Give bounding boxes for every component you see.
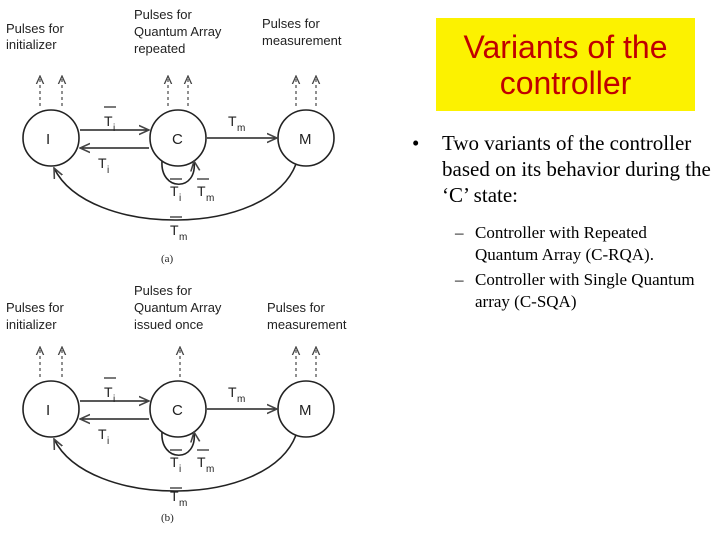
pulses-measurement-label: Pulses for xyxy=(262,16,320,31)
transition-label: T xyxy=(104,113,113,129)
pulses-initializer-label: Pulses for xyxy=(6,300,64,315)
state-c-node xyxy=(149,380,207,438)
pulses-initializer-label: Pulses for xyxy=(6,21,64,36)
pulses-quantum-array-label: Pulses for xyxy=(134,283,192,298)
state-c-label: C xyxy=(172,131,183,148)
bullet-marker: • xyxy=(412,131,420,155)
transition-c-self-loop xyxy=(161,432,194,456)
transition-label: T xyxy=(104,384,113,400)
transition-label: T xyxy=(228,384,237,400)
transition-m-to-i xyxy=(54,434,297,492)
transition-label-subscript: i xyxy=(113,123,115,134)
transition-c-self-loop xyxy=(161,161,194,185)
transition-label: T xyxy=(170,454,179,470)
sub-bullet-marker: – xyxy=(455,270,464,289)
sub-bullet-item: – Controller with Single Quantum array (… xyxy=(455,269,712,313)
state-i-label: I xyxy=(46,402,50,419)
bullet-list: • Two variants of the controller based o… xyxy=(412,130,712,316)
transition-label-subscript: m xyxy=(179,232,187,243)
state-i-node xyxy=(22,380,80,438)
transition-label-subscript: m xyxy=(206,193,214,204)
state-m-label: M xyxy=(299,402,312,419)
pulses-measurement-label: Pulses for xyxy=(267,300,325,315)
pulses-quantum-array-label: Quantum Array xyxy=(134,300,222,315)
diagram-a xyxy=(22,76,335,221)
transition-label-subscript: i xyxy=(107,165,109,176)
pulses-quantum-array-label: repeated xyxy=(134,41,185,56)
slide-title: Variants of the controller xyxy=(436,18,695,111)
transition-label-subscript: m xyxy=(237,394,245,405)
state-m-label: M xyxy=(299,131,312,148)
pulses-quantum-array-label: issued once xyxy=(134,317,203,332)
state-c-label: C xyxy=(172,402,183,419)
slide-title-line: controller xyxy=(499,64,632,101)
transition-label: T xyxy=(197,454,206,470)
diagram-caption: (a) xyxy=(161,253,174,265)
transition-label-subscript: m xyxy=(206,464,214,475)
sub-bullet-marker: – xyxy=(455,223,464,242)
transition-m-to-i xyxy=(54,163,297,221)
state-i-label: I xyxy=(46,131,50,148)
transition-label-subscript: i xyxy=(113,394,115,405)
transition-label: T xyxy=(197,183,206,199)
transition-label-subscript: i xyxy=(179,193,181,204)
sub-bullet-item: – Controller with Repeated Quantum Array… xyxy=(455,222,712,266)
transition-label: T xyxy=(170,488,179,504)
transition-label: T xyxy=(228,113,237,129)
pulses-initializer-label: initializer xyxy=(6,37,57,52)
transition-label: T xyxy=(98,155,107,171)
transition-label-subscript: i xyxy=(179,464,181,475)
pulses-quantum-array-label: Pulses for xyxy=(134,7,192,22)
sub-bullet-list: – Controller with Repeated Quantum Array… xyxy=(455,222,712,313)
state-i-node xyxy=(22,109,80,167)
pulses-quantum-array-label: Quantum Array xyxy=(134,24,222,39)
bullet-text: Two variants of the controller based on … xyxy=(442,131,711,207)
diagram-caption: (b) xyxy=(161,512,174,524)
transition-label-subscript: m xyxy=(237,123,245,134)
transition-label: T xyxy=(170,222,179,238)
bullet-item: • Two variants of the controller based o… xyxy=(412,130,712,208)
transition-label-subscript: m xyxy=(179,498,187,509)
pulses-measurement-label: measurement xyxy=(267,317,347,332)
sub-bullet-text: Controller with Repeated Quantum Array (… xyxy=(475,223,654,264)
transition-label-subscript: i xyxy=(107,436,109,447)
transition-label: T xyxy=(98,426,107,442)
diagram-b xyxy=(22,347,335,492)
sub-bullet-text: Controller with Single Quantum array (C-… xyxy=(475,270,695,311)
slide-title-line: Variants of the xyxy=(463,28,668,65)
controller-state-diagrams: Pulses for initializer Pulses for Quantu… xyxy=(6,7,347,524)
pulses-measurement-label: measurement xyxy=(262,33,342,48)
transition-label: T xyxy=(170,183,179,199)
state-c-node xyxy=(149,109,207,167)
pulses-initializer-label: initializer xyxy=(6,317,57,332)
